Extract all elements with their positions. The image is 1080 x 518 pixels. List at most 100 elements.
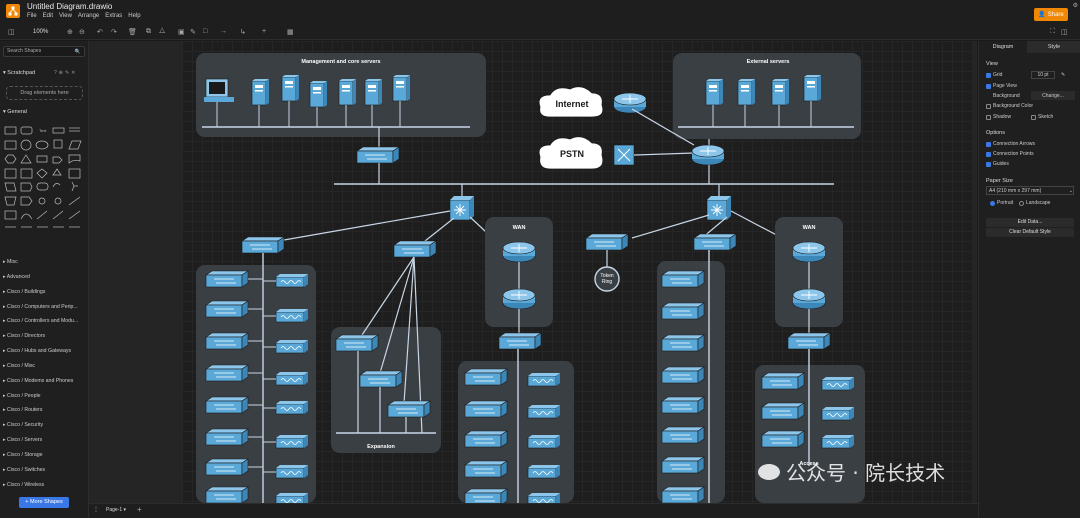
fullscreen-icon[interactable]: ⛶ — [1050, 28, 1055, 35]
menu-arrange[interactable]: Arrange — [77, 13, 100, 19]
page-tab[interactable]: Page-1 ▾ — [106, 507, 127, 513]
toolbar: ◫ 100% ⊕ ⊖ ↶ ↷ 🗑 ⧉ ⧊ ▣ ✎ □ → ↳ + ▦ ⛶ ◫ — [0, 26, 1080, 40]
diagram-page[interactable]: Management and core servers Ext — [182, 41, 972, 507]
drawio-logo-icon — [6, 4, 20, 18]
format-panel-icon[interactable]: ◫ — [1061, 29, 1068, 36]
menu-help[interactable]: Help — [128, 13, 141, 19]
undo-icon[interactable]: ↶ — [97, 29, 103, 36]
delete-icon[interactable]: 🗑 — [128, 29, 137, 36]
category-cisco-modems[interactable]: ▸ Cisco / Modems and Phones — [3, 378, 74, 384]
format-panel: Diagram Style View Grid 10 pt ✎ Page Vie… — [978, 41, 1080, 518]
table-icon[interactable]: ▦ — [287, 29, 294, 36]
category-misc[interactable]: ▸ Misc — [3, 259, 18, 265]
line-color-icon[interactable]: ✎ — [190, 29, 196, 36]
category-cisco-misc[interactable]: ▸ Cisco / Misc — [3, 363, 36, 369]
change-background-button[interactable]: Change... — [1031, 91, 1075, 100]
management-servers — [204, 74, 411, 127]
grid-checkbox[interactable]: Grid — [986, 72, 1002, 78]
general-header[interactable]: ▾ General — [3, 109, 27, 115]
network-diagram[interactable]: Management and core servers Ext — [182, 41, 972, 507]
menu-view[interactable]: View — [59, 13, 72, 19]
left-access-devices — [205, 270, 309, 507]
canvas-area[interactable]: Management and core servers Ext — [89, 41, 977, 507]
connection-arrows-checkbox[interactable]: Connection Arrows — [986, 141, 1035, 147]
search-shapes-input[interactable]: Search Shapes 🔍 — [3, 46, 85, 57]
grid-color-icon[interactable]: ✎ — [1061, 72, 1066, 78]
zoom-in-icon[interactable]: ⊕ — [67, 29, 73, 36]
share-icon: 👤 — [1038, 12, 1046, 18]
chevron-down-icon: ⌄ — [1068, 187, 1073, 194]
menu-extras[interactable]: Extras — [105, 13, 123, 19]
connection-icon[interactable]: → — [220, 28, 227, 35]
scratchpad-label: Scratchpad — [7, 70, 36, 76]
waypoint-icon[interactable]: ↳ — [240, 29, 246, 36]
shadow-checkbox[interactable]: Shadow — [986, 114, 1011, 120]
search-placeholder: Search Shapes — [7, 48, 42, 54]
group-title-wan-right: WAN — [803, 225, 816, 231]
share-label: Share — [1047, 11, 1064, 18]
menu-edit[interactable]: Edit — [42, 13, 54, 19]
category-cisco-switches[interactable]: ▸ Cisco / Switches — [3, 467, 46, 473]
redo-icon[interactable]: ↷ — [111, 29, 117, 36]
more-shapes-button[interactable]: + More Shapes — [19, 497, 69, 508]
tab-diagram[interactable]: Diagram — [979, 41, 1027, 53]
group-title-access: Access — [799, 461, 818, 467]
shapes-panel: Search Shapes 🔍 ▾ Scratchpad ?⊕✎✕ Drag e… — [0, 41, 89, 518]
category-cisco-hubs[interactable]: ▸ Cisco / Hubs and Gateways — [3, 348, 72, 354]
background-color-checkbox[interactable]: Background Color — [986, 103, 1033, 109]
connection-points-checkbox[interactable]: Connection Points — [986, 151, 1034, 157]
zoom-out-icon[interactable]: ⊖ — [79, 29, 85, 36]
pstn-cloud: PSTN — [538, 136, 604, 170]
portrait-radio[interactable]: Portrait — [990, 200, 1013, 206]
page-menu-icon[interactable]: ⋮ — [93, 507, 99, 513]
category-cisco-servers[interactable]: ▸ Cisco / Servers — [3, 437, 43, 443]
share-button[interactable]: 👤 Share — [1034, 8, 1068, 21]
category-cisco-routers[interactable]: ▸ Cisco / Routers — [3, 407, 43, 413]
category-cisco-directors[interactable]: ▸ Cisco / Directors — [3, 333, 46, 339]
view-section-title: View — [986, 61, 998, 67]
category-cisco-computers[interactable]: ▸ Cisco / Computers and Perip... — [3, 304, 78, 310]
panel-toggle-icon[interactable]: ◫ — [8, 29, 15, 36]
edit-data-button[interactable]: Edit Data... — [986, 218, 1074, 227]
wechat-logo-icon — [758, 463, 780, 480]
category-cisco-wireless[interactable]: ▸ Cisco / Wireless — [3, 482, 45, 488]
document-title[interactable]: Untitled Diagram.drawio — [27, 2, 113, 11]
to-front-icon[interactable]: ⧉ — [146, 28, 151, 35]
search-icon: 🔍 — [74, 49, 81, 55]
to-back-icon[interactable]: ⧊ — [159, 28, 166, 35]
scratchpad-header[interactable]: ▾ Scratchpad — [3, 70, 36, 76]
tab-style[interactable]: Style — [1027, 41, 1080, 53]
grid-size-input[interactable]: 10 pt — [1031, 71, 1055, 79]
page-view-checkbox[interactable]: Page View — [986, 83, 1017, 89]
background-label: Background — [993, 93, 1020, 99]
paper-size-select[interactable]: A4 (210 mm x 297 mm)⌄ — [986, 186, 1074, 195]
category-cisco-storage[interactable]: ▸ Cisco / Storage — [3, 452, 43, 458]
scratchpad-actions[interactable]: ?⊕✎✕ — [54, 70, 78, 76]
options-section-title: Options — [986, 130, 1005, 136]
fill-color-icon[interactable]: ▣ — [178, 29, 185, 36]
title-bar: Untitled Diagram.drawio File Edit View A… — [0, 0, 1080, 26]
add-page-icon[interactable]: + — [137, 505, 142, 514]
settings-icon[interactable]: ⚙ — [1072, 3, 1078, 9]
category-cisco-people[interactable]: ▸ Cisco / People — [3, 393, 41, 399]
general-label: General — [7, 109, 27, 115]
guides-checkbox[interactable]: Guides — [986, 161, 1009, 167]
landscape-radio[interactable]: Landscape — [1019, 200, 1050, 206]
svg-text:Text: Text — [39, 128, 47, 133]
category-cisco-controllers[interactable]: ▸ Cisco / Controllers and Modu... — [3, 318, 79, 324]
zoom-level[interactable]: 100% — [33, 29, 49, 35]
group-title-expansion: Expansion — [367, 444, 395, 450]
insert-icon[interactable]: + — [262, 28, 267, 35]
category-cisco-security[interactable]: ▸ Cisco / Security — [3, 422, 44, 428]
sketch-checkbox[interactable]: Sketch — [1031, 114, 1053, 120]
svg-text:Internet: Internet — [555, 99, 588, 109]
shadow-icon[interactable]: □ — [203, 28, 208, 35]
category-advanced[interactable]: ▸ Advanced — [3, 274, 30, 280]
clear-default-style-button[interactable]: Clear Default Style — [986, 228, 1074, 237]
scratchpad-dropzone[interactable]: Drag elements here — [6, 86, 83, 100]
menu-bar: File Edit View Arrange Extras Help — [27, 13, 141, 19]
category-cisco-buildings[interactable]: ▸ Cisco / Buildings — [3, 289, 46, 295]
menu-file[interactable]: File — [27, 13, 37, 19]
general-shapes-grid[interactable]: Text — [4, 123, 84, 293]
page-bar: ⋮ Page-1 ▾ + — [89, 503, 978, 518]
